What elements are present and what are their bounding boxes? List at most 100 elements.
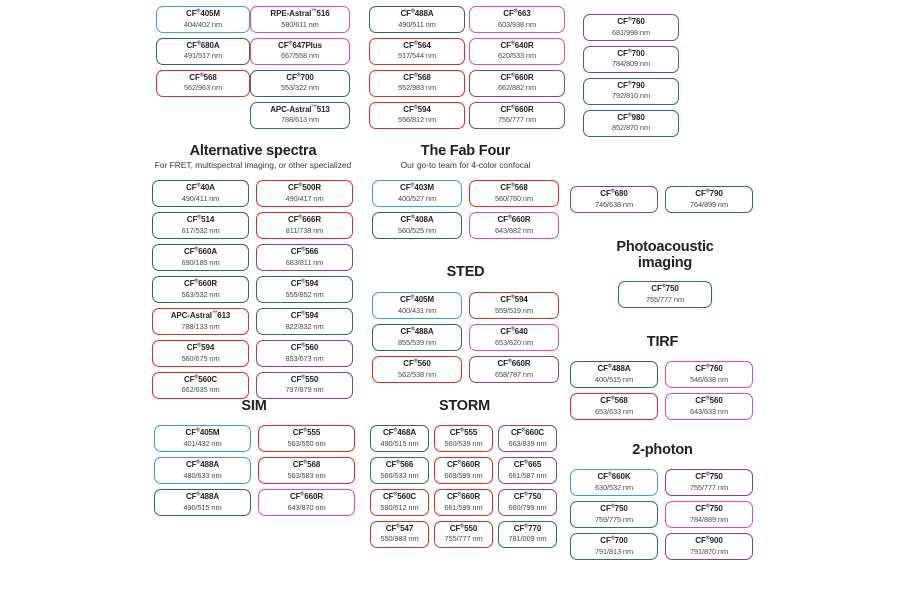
dye-spectra: 490/515 nm xyxy=(183,502,222,512)
dye-name: CF®663 xyxy=(503,8,531,18)
dye-name: CF®760 xyxy=(617,16,645,26)
trademark-symbol: ® xyxy=(705,363,710,370)
dye-name: CF®594 xyxy=(403,104,431,114)
section-title: The Fab Four xyxy=(420,143,511,159)
section-title: TIRF xyxy=(646,334,679,350)
dye-spectra: 788/133 nm xyxy=(181,321,220,331)
dye-spectra: 553/322 nm xyxy=(280,83,320,93)
dye-spectra: 661/599 nm xyxy=(444,502,483,512)
dye-spectra: 784/889 nm xyxy=(689,514,729,524)
dye-name: CF®488A xyxy=(400,8,434,18)
dye-name: CF®750 xyxy=(513,491,542,502)
trademark-symbol: ® xyxy=(510,294,515,301)
trademark-symbol: ® xyxy=(510,104,515,111)
dye-spectra: 630/532 nm xyxy=(594,482,634,492)
trademark-symbol: ® xyxy=(410,182,415,189)
dye-name: CF®660R xyxy=(183,278,218,289)
trademark-symbol: ® xyxy=(510,326,515,333)
dye-spectra: 853/673 nm xyxy=(285,353,324,363)
dye-spectra: 562/963 nm xyxy=(183,83,223,93)
trademark-symbol: ® xyxy=(194,278,199,285)
trademark-symbol: ® xyxy=(196,459,201,466)
section-alternative-spectra: Alternative spectra For FRET, multispect… xyxy=(152,143,354,399)
